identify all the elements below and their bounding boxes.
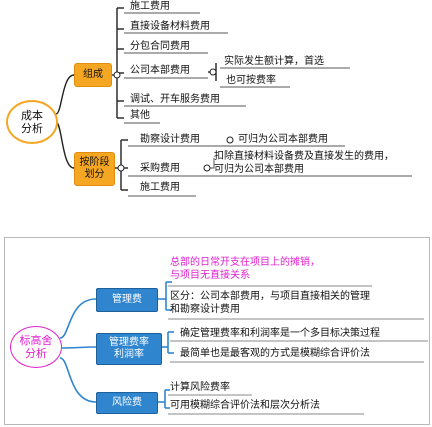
- bid-analysis-panel: [4, 237, 430, 425]
- root-label: 成本 分析: [21, 109, 43, 135]
- item-subcontract: 分包合同费用: [130, 41, 190, 52]
- note-hq-overhead: 总部的日常开支在项目上的摊销， 与项目无直接关系: [170, 257, 320, 281]
- stage-survey-design: 勘察设计费用: [140, 134, 200, 145]
- branch-by-stage-label: 按阶段 划分: [79, 157, 110, 180]
- cost-analysis-root: 成本 分析: [6, 100, 58, 144]
- note-multi-objective: 确定管理费率和利润率是一个多目标决策过程: [180, 328, 380, 339]
- branch-fee-profit-rate: 管理费率 利润率: [96, 333, 162, 365]
- item-direct-equipment-material: 直接设备材料费用: [130, 21, 210, 32]
- sub-actual-amount: 实际发生额计算，首选: [224, 56, 324, 67]
- stage-construction: 施工费用: [140, 182, 180, 193]
- item-other: 其他: [130, 110, 150, 121]
- note-distinguish: 区分：公司本部费用，与项目直接相关的管理 和勘察设计费用: [170, 291, 370, 315]
- note-survey-design: 可归为公司本部费用: [238, 134, 328, 145]
- branch-management-fee: 管理费: [96, 288, 158, 312]
- branch-management-fee-label: 管理费: [112, 294, 142, 305]
- note-risk-rate: 计算风险费率: [170, 382, 230, 393]
- branch-risk-fee: 风险费: [96, 392, 158, 414]
- stage-procurement: 采购费用: [140, 163, 180, 174]
- top-connectors: [55, 7, 412, 197]
- branch-composition-label: 组成: [83, 69, 103, 80]
- item-commissioning: 调试、开车服务费用: [130, 94, 220, 105]
- sub-by-rate: 也可按费率: [226, 75, 276, 86]
- branch-fee-profit-rate-label: 管理费率 利润率: [109, 337, 149, 360]
- note-procurement: 扣除直接材料设备费及直接发生的费用， 可归为公司本部费用: [214, 151, 394, 175]
- item-company-hq-cost: 公司本部费用: [130, 65, 190, 76]
- note-fuzzy-evaluation: 最简单也是最客观的方式是模糊综合评价法: [180, 348, 370, 359]
- branch-risk-fee-label: 风险费: [112, 397, 142, 408]
- note-fuzzy-ahp: 可用模糊综合评价法和层次分析法: [170, 400, 320, 411]
- bid-analysis-root: 标高舍 分析: [10, 326, 62, 368]
- item-construction-cost: 施工费用: [130, 1, 170, 12]
- branch-composition: 组成: [74, 63, 112, 87]
- branch-by-stage: 按阶段 划分: [74, 152, 115, 186]
- bid-root-label: 标高舍 分析: [19, 334, 53, 360]
